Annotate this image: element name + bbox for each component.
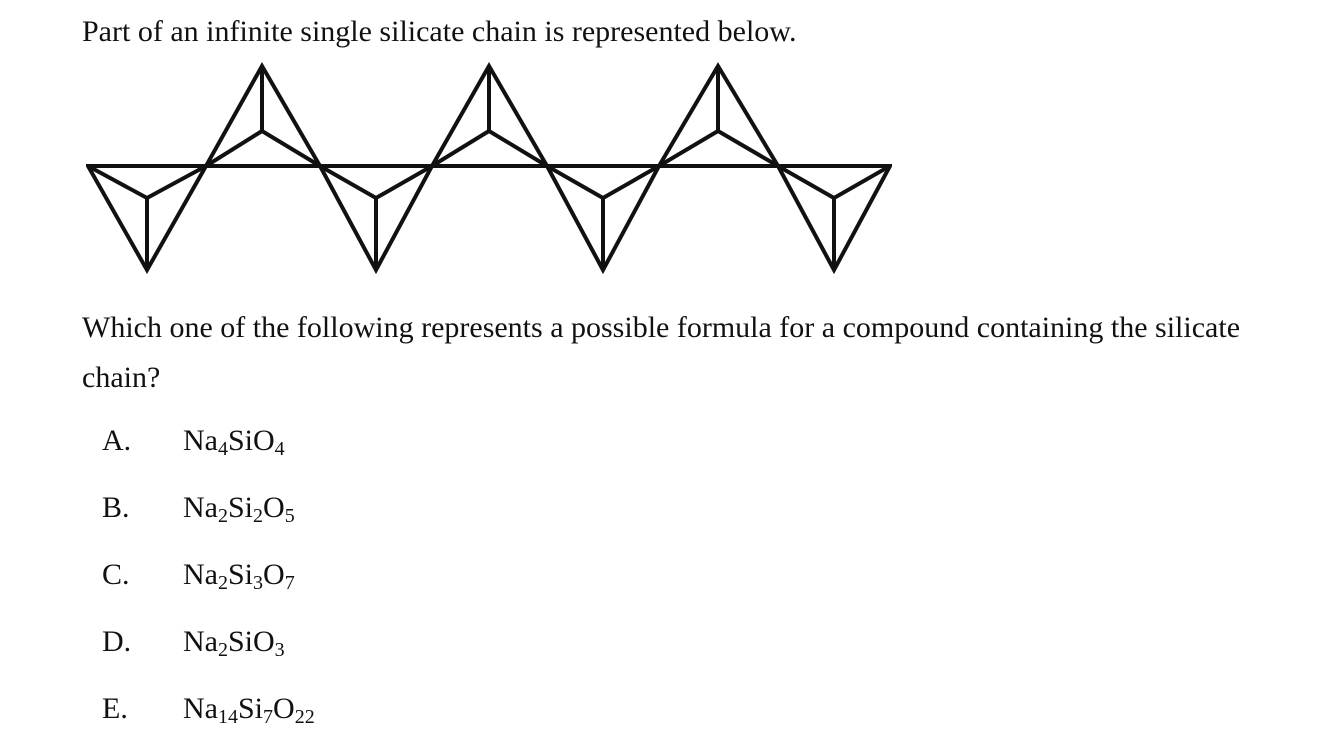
tetrahedron-up-outline bbox=[202, 62, 324, 168]
tetrahedron-down-edge bbox=[146, 164, 207, 200]
tetrahedron-down-edge bbox=[375, 164, 433, 200]
tetrahedron-up-edge bbox=[430, 129, 491, 168]
option-formula: Na2Si2O5 bbox=[183, 491, 295, 527]
option-b[interactable]: B. Na2Si2O5 bbox=[0, 488, 600, 528]
tetrahedron-down-edge bbox=[602, 164, 660, 200]
tetrahedron-down-edge bbox=[319, 164, 377, 200]
formula-subscript: 2 bbox=[217, 505, 228, 527]
silicate-chain-diagram bbox=[86, 62, 892, 274]
tetrahedron-down-edge bbox=[833, 164, 891, 200]
option-letter: A. bbox=[102, 424, 132, 457]
option-letter: E. bbox=[102, 692, 128, 725]
tetrahedron-up-edge bbox=[487, 129, 549, 168]
tetrahedron-down-outline bbox=[86, 164, 210, 274]
option-letter: D. bbox=[102, 625, 132, 658]
formula-subscript: 2 bbox=[217, 639, 228, 661]
option-c[interactable]: C. Na2Si3O7 bbox=[0, 555, 600, 595]
option-e[interactable]: E. Na14Si7O22 bbox=[0, 689, 600, 729]
formula-subscript: 2 bbox=[217, 572, 228, 594]
option-formula: Na14Si7O22 bbox=[183, 692, 315, 728]
tetrahedron-up-outline bbox=[655, 62, 782, 168]
option-letter: B. bbox=[102, 491, 130, 524]
tetrahedron-down-edge bbox=[777, 164, 835, 200]
formula-subscript: 4 bbox=[274, 438, 285, 460]
tetrahedron-down-outline bbox=[316, 164, 436, 274]
tetrahedron-down-outline bbox=[774, 164, 892, 274]
tetrahedron-up-edge bbox=[657, 129, 720, 168]
tetrahedron-up-outline bbox=[428, 62, 551, 168]
formula-subscript: 4 bbox=[217, 438, 228, 460]
tetrahedron-down-outline bbox=[543, 164, 663, 274]
formula-subscript: 7 bbox=[263, 706, 274, 728]
option-formula: Na2SiO3 bbox=[183, 625, 285, 661]
formula-subscript: 14 bbox=[217, 706, 238, 728]
tetrahedron-up-edge bbox=[204, 129, 264, 168]
option-letter: C. bbox=[102, 558, 130, 591]
intro-text: Part of an infinite single silicate chai… bbox=[82, 15, 797, 48]
formula-subscript: 2 bbox=[253, 505, 264, 527]
option-formula: Na4SiO4 bbox=[183, 424, 285, 460]
formula-subscript: 3 bbox=[253, 572, 264, 594]
option-a[interactable]: A. Na4SiO4 bbox=[0, 421, 600, 461]
tetrahedron-up-edge bbox=[260, 129, 322, 168]
formula-subscript: 3 bbox=[274, 639, 285, 661]
formula-subscript: 7 bbox=[284, 572, 295, 594]
formula-subscript: 5 bbox=[284, 505, 295, 527]
formula-subscript: 22 bbox=[294, 706, 315, 728]
option-formula: Na2Si3O7 bbox=[183, 558, 295, 594]
question-text: Which one of the following represents a … bbox=[82, 311, 1241, 394]
tetrahedron-up-edge bbox=[716, 129, 780, 168]
tetrahedron-down-edge bbox=[87, 164, 148, 200]
option-d[interactable]: D. Na2SiO3 bbox=[0, 622, 600, 662]
tetrahedron-down-edge bbox=[546, 164, 604, 200]
